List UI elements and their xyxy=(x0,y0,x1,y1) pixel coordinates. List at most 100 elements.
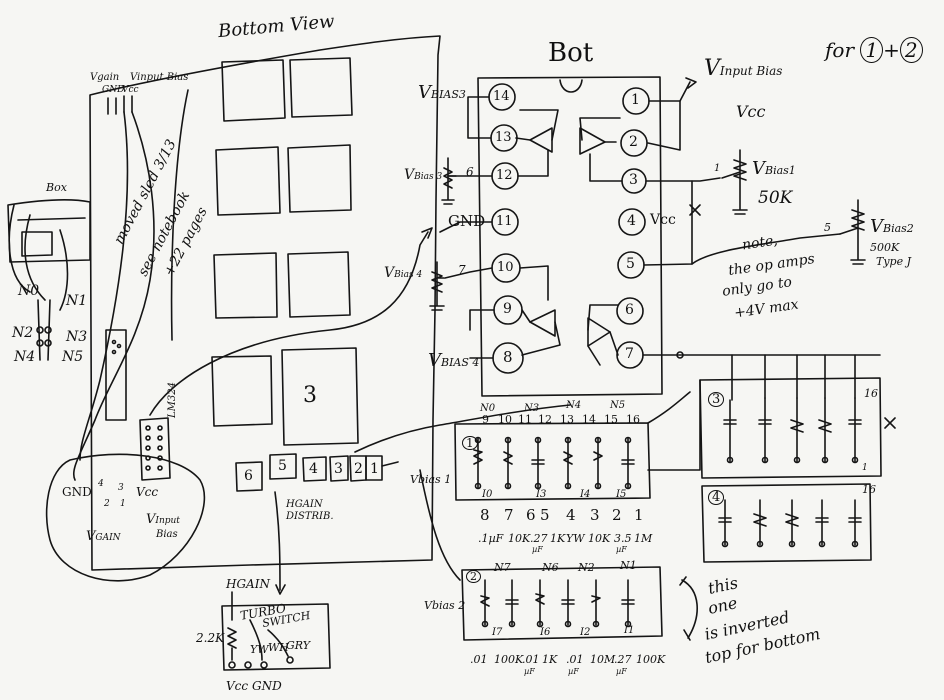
dist-box-1: 1 xyxy=(370,461,379,477)
turbo-resistor: 2.2K xyxy=(196,631,225,645)
turbo-wire-yw: YW xyxy=(250,643,269,656)
turbo-wire-gry: GRY xyxy=(286,639,310,652)
vbias4-bottom-label: VBIAS 4 xyxy=(428,350,480,371)
board2-val-3-unit: µF xyxy=(524,667,535,676)
for-note: for 1+2 xyxy=(825,37,923,63)
board-4 xyxy=(701,483,872,563)
pot-vbias4 xyxy=(429,261,445,311)
board1-pin-11: 11 xyxy=(518,413,532,426)
pad-3 xyxy=(215,146,281,216)
pot-500k: 500K xyxy=(870,241,900,254)
lm324-socket xyxy=(139,417,171,481)
vbias3-top-label: VBIAS3 xyxy=(418,82,466,103)
board2-top-n6: N6 xyxy=(542,561,559,574)
vinput-bias-label: VInput Bias xyxy=(704,56,783,81)
chip-title: Bot xyxy=(548,38,594,68)
board2-val-2: 100K xyxy=(494,653,524,666)
main-board xyxy=(89,35,441,571)
conn-pin-3: 3 xyxy=(118,483,124,493)
pad-2 xyxy=(289,57,353,118)
vbias3-left-label: VBias 3 xyxy=(404,167,443,183)
turbo-wire-wh: WH xyxy=(268,641,289,654)
chip-pin-13: 13 xyxy=(495,130,512,145)
chip-pin-1: 1 xyxy=(631,92,640,108)
pad-7 xyxy=(211,355,273,427)
board1-pin-12: 12 xyxy=(538,413,552,426)
conn-pin-2: 2 xyxy=(104,499,110,509)
chip-pin-4: 4 xyxy=(627,213,636,229)
board1-id: 1 xyxy=(462,436,478,450)
chip-pin-2: 2 xyxy=(629,134,638,150)
board2-val-3: .01 xyxy=(522,653,540,666)
board2-top-n7: N7 xyxy=(494,561,511,574)
board1-val-3-unit: µF xyxy=(532,545,543,554)
dist-box-6: 6 xyxy=(244,468,253,484)
board2-val-5: .01 xyxy=(566,653,584,666)
board2-val-4: 1K xyxy=(542,653,558,666)
board1-top-n5: N5 xyxy=(610,400,626,411)
board2-top-n1: N1 xyxy=(620,559,637,572)
board2-val-6: 10M xyxy=(590,653,616,666)
pot-pin-7: 7 xyxy=(458,263,466,277)
vcc-top-label: Vcc xyxy=(736,102,766,121)
conn-pin-4: 4 xyxy=(98,479,104,489)
board1-row-7: 7 xyxy=(504,506,514,524)
board2-bias: Vbias 2 xyxy=(424,599,466,612)
board1-pin-10: 10 xyxy=(498,413,512,426)
board1-bottom-i4: I4 xyxy=(580,489,591,500)
board1-pin-14: 14 xyxy=(582,413,596,426)
op-amp-chip xyxy=(477,76,663,397)
board1-val-1: .1µF xyxy=(478,532,504,545)
board1-val-2: 10K xyxy=(508,532,531,545)
chip-pin-3: 3 xyxy=(629,172,638,188)
chip-pin-6: 6 xyxy=(625,302,634,318)
turbo-vcc: Vcc xyxy=(226,679,249,693)
box-node-n1: N1 xyxy=(66,293,88,309)
dist-box-5: 5 xyxy=(278,458,287,474)
board1-pin-13: 13 xyxy=(560,413,574,426)
box-node-n3: N3 xyxy=(66,329,88,345)
board1-val-7: 3.5 xyxy=(614,532,632,545)
dist-box-3: 3 xyxy=(334,461,343,477)
side-connector xyxy=(105,329,127,421)
pad-6 xyxy=(287,251,351,318)
board2-bottom-i1: I1 xyxy=(624,625,635,636)
header-gnd: GND xyxy=(102,85,125,95)
board2-id: 2 xyxy=(466,570,481,583)
box-label: Box xyxy=(46,181,67,194)
pad-1 xyxy=(221,59,286,122)
distribution-boxes xyxy=(235,453,399,492)
header-vgain: Vgain xyxy=(90,72,120,83)
board3-pin-1: 1 xyxy=(862,463,868,473)
chip-pin-11: 11 xyxy=(496,214,513,229)
board1-top-n0: N0 xyxy=(480,403,496,414)
hgain-distrib-1: HGAIN xyxy=(286,499,323,510)
chip-pin-12: 12 xyxy=(496,168,513,183)
board1-top-n3: N3 xyxy=(524,403,540,414)
conn-vgain: VGAIN xyxy=(86,529,121,544)
chip-pin-9: 9 xyxy=(503,301,512,317)
vbias4-left-label: VBias 4 xyxy=(384,265,423,281)
conn-vinput: VInput xyxy=(146,512,180,527)
board1-val-5: YW xyxy=(566,532,585,545)
board-3 xyxy=(699,354,896,479)
board3-id: 3 xyxy=(708,392,725,407)
chip-pin-8: 8 xyxy=(503,348,513,366)
bottom-connector-outline xyxy=(45,453,206,582)
board1-row-5: 5 xyxy=(540,506,550,524)
region-3-label: 3 xyxy=(303,383,317,408)
board2-bottom-i6: I6 xyxy=(540,627,551,638)
board1-row-2: 2 xyxy=(612,506,622,524)
board-1 xyxy=(454,422,651,501)
board-2 xyxy=(461,566,663,641)
board2-bottom-i7: I7 xyxy=(492,627,503,638)
box-schematic xyxy=(7,199,91,361)
pot-type-j: Type J xyxy=(876,255,912,268)
pot-vbias1 xyxy=(721,149,748,215)
board1-bottom-i3: I3 xyxy=(536,489,547,500)
board1-val-6: 10K xyxy=(588,532,611,545)
header-vinput-bias: Vinput Bias xyxy=(130,72,189,83)
vbias2-label: VBias2 xyxy=(870,216,914,237)
vbias1-label: VBias1 xyxy=(752,158,796,179)
